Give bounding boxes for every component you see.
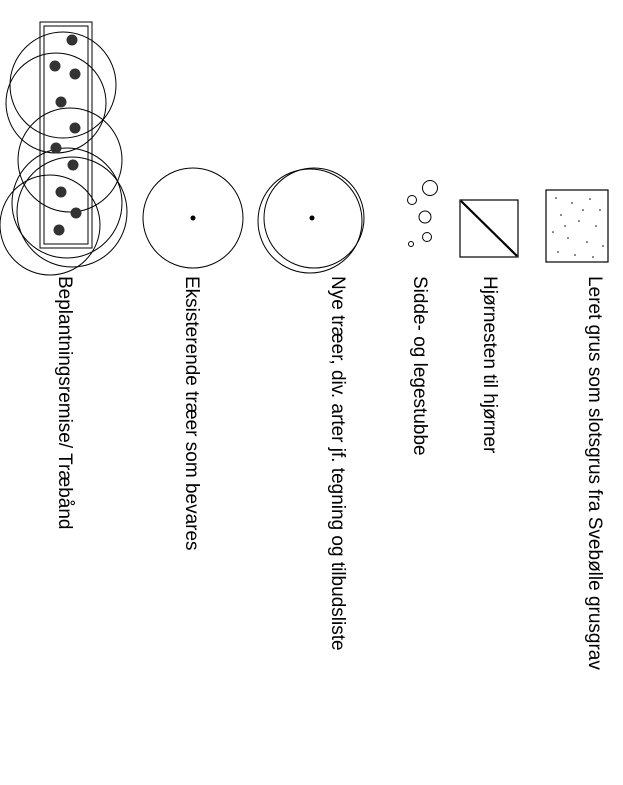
new-trees-label: Nye træer, div. arter jf. tegning og til… [327, 276, 348, 651]
existing-trees-label: Eksisterende træer som bevares [181, 276, 202, 551]
existing-tree-symbol-icon [142, 167, 244, 269]
corner-stone-symbol-icon [459, 199, 519, 258]
seat-stumps-label: Sidde- og legestubbe [409, 276, 430, 456]
corner-stone-label: Hjørnesten til hjørner [479, 276, 500, 454]
planting-bed-symbol-icon [0, 21, 128, 276]
planting-bed-label: Beplantningsremise/ Træbånd [54, 276, 75, 529]
new-tree-symbol-icon [257, 167, 365, 274]
seat-stumps-symbol-icon [407, 180, 438, 247]
gravel-symbol-icon [545, 189, 609, 263]
gravel-label: Leret grus som slotsgrus fra Svebølle gr… [584, 276, 605, 670]
